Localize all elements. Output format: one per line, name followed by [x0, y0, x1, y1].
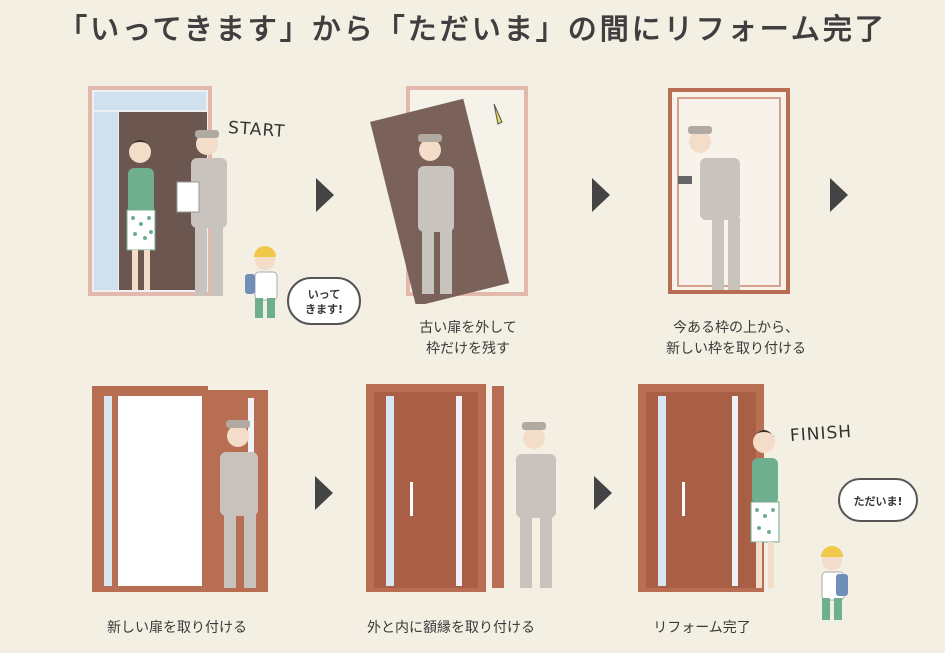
arrow-icon: [316, 178, 334, 212]
arrow-icon: [830, 178, 848, 212]
step-5-illustration: [364, 382, 564, 598]
start-label: START: [227, 118, 287, 142]
step-2-illustration: [368, 84, 538, 304]
step-1-illustration: [85, 82, 315, 322]
step-2-caption: 古い扉を外して 枠だけを残す: [419, 320, 517, 357]
speech-bubble-ittekimasu: いって きます!: [287, 277, 361, 325]
step-6-illustration: [636, 382, 886, 642]
arrow-icon: [315, 476, 333, 510]
speech-bubble-tadaima: ただいま!: [838, 478, 918, 522]
step-4-caption: 新しい扉を取り付ける: [107, 620, 247, 636]
arrow-icon: [594, 476, 612, 510]
step-6-caption: リフォーム完了: [653, 620, 751, 636]
step-3-caption: 今ある枠の上から、 新しい枠を取り付ける: [666, 320, 806, 357]
step-3-illustration: [664, 86, 804, 298]
page-title: 「いってきます」から「ただいま」の間にリフォーム完了: [58, 12, 887, 46]
arrow-icon: [592, 178, 610, 212]
step-4-illustration: [88, 382, 288, 598]
step-5-caption: 外と内に額縁を取り付ける: [367, 620, 535, 636]
